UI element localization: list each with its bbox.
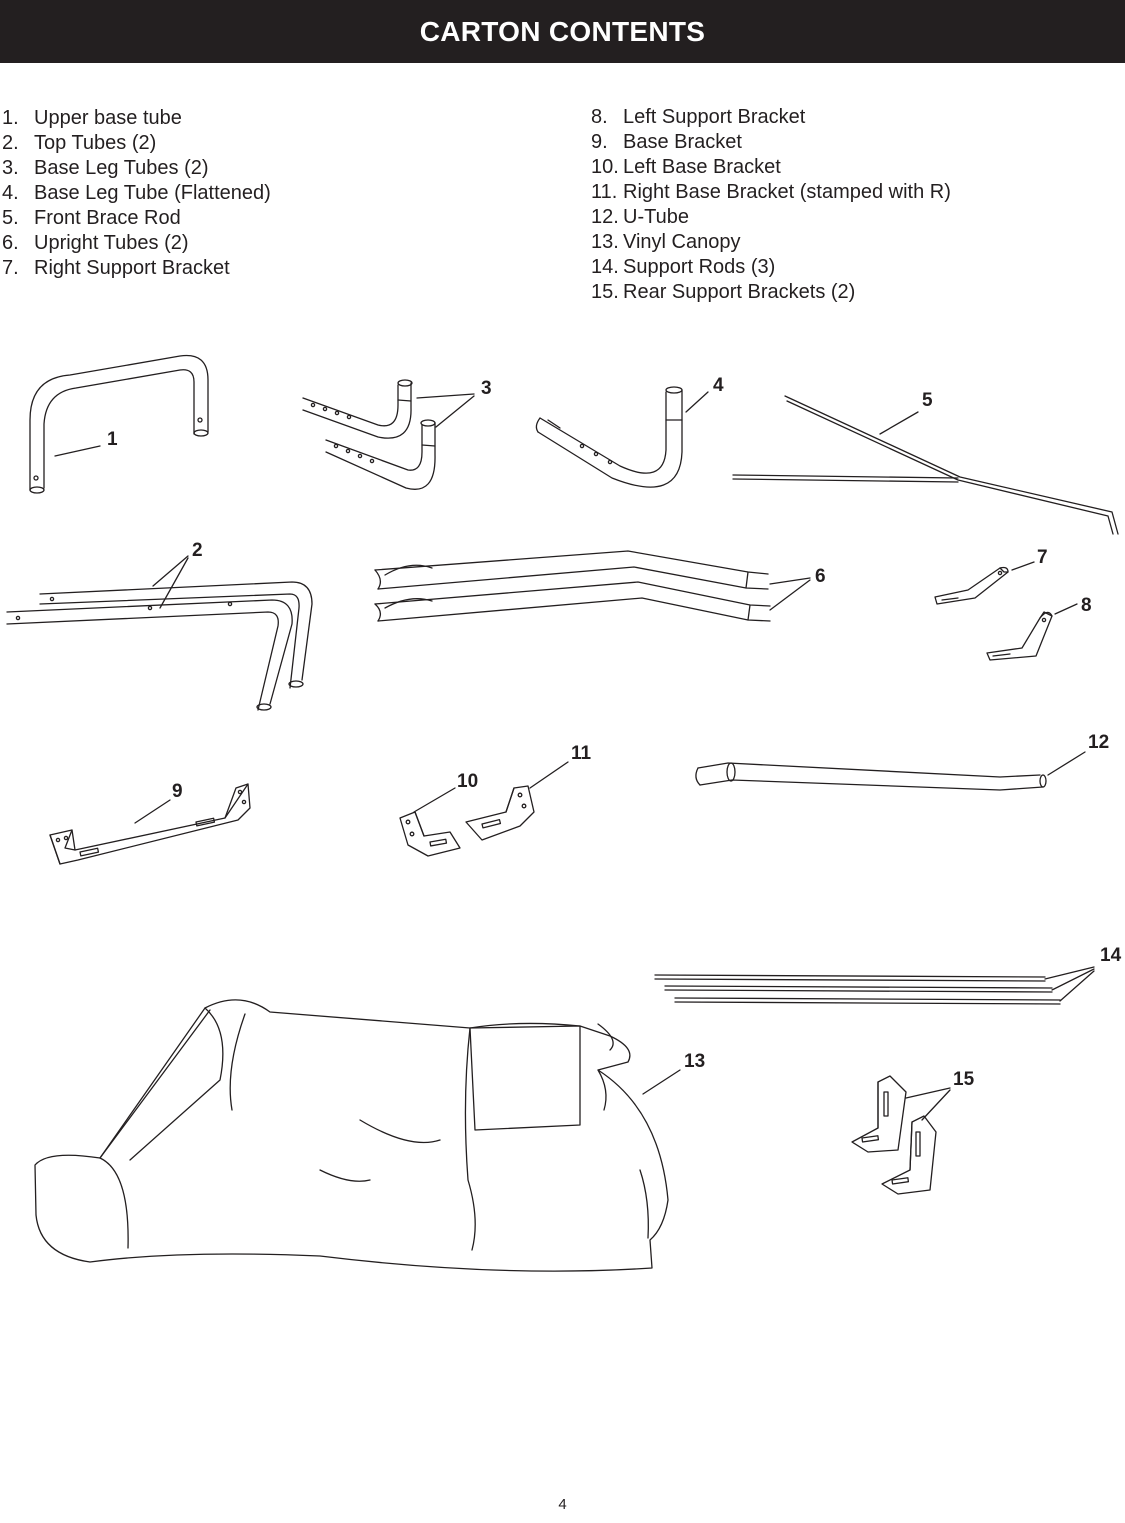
part-3-base-leg-tubes: 3 <box>302 378 492 490</box>
item-number: 2. <box>2 132 19 154</box>
item-number: 5. <box>2 207 19 229</box>
part-7-right-support-bracket: 7 <box>934 547 1048 605</box>
callout-15: 15 <box>953 1069 975 1090</box>
callout-6: 6 <box>815 566 826 587</box>
parts-list-item: 11.Right Base Bracket (stamped with R) <box>591 180 951 205</box>
part-2-top-tubes: 2 <box>6 540 313 711</box>
parts-list-item: 2. Top Tubes (2) <box>2 131 271 156</box>
item-number: 8. <box>591 106 608 128</box>
parts-list-item: 4. Base Leg Tube (Flattened) <box>2 181 271 206</box>
parts-list-item: 15.Rear Support Brackets (2) <box>591 280 951 305</box>
parts-list-item: 8. Left Support Bracket <box>591 105 951 130</box>
callout-11: 11 <box>571 743 592 764</box>
callout-3: 3 <box>481 378 492 399</box>
item-number: 12. <box>591 206 619 228</box>
item-number: 11. <box>591 181 618 203</box>
part-10-left-base-bracket: 10 <box>399 771 478 857</box>
callout-1: 1 <box>107 429 118 450</box>
part-11-right-base-bracket: 11 <box>465 743 592 841</box>
item-label: Top Tubes (2) <box>34 132 157 154</box>
item-label: Base Bracket <box>623 131 742 153</box>
parts-list-item: 1. Upper base tube <box>2 106 271 131</box>
parts-list-item: 14.Support Rods (3) <box>591 255 951 280</box>
callout-9: 9 <box>172 781 183 802</box>
parts-list-item: 12.U-Tube <box>591 205 951 230</box>
item-label: U-Tube <box>623 206 689 228</box>
section-title: CARTON CONTENTS <box>419 15 706 47</box>
parts-list-item: 5. Front Brace Rod <box>2 206 271 231</box>
item-label: Support Rods (3) <box>623 256 776 278</box>
part-9-base-bracket: 9 <box>49 781 251 865</box>
page-number: 4 <box>558 1496 567 1513</box>
callout-5: 5 <box>922 390 933 411</box>
section-header: CARTON CONTENTS <box>0 0 1125 63</box>
item-number: 14. <box>591 256 619 278</box>
parts-list-item: 7. Right Support Bracket <box>2 256 271 281</box>
item-label: Left Support Bracket <box>623 106 806 128</box>
parts-list-item: 10.Left Base Bracket <box>591 155 951 180</box>
part-14-support-rods: 14 <box>654 945 1122 1005</box>
callout-8: 8 <box>1081 595 1092 616</box>
part-5-front-brace-rod: 5 <box>732 390 1119 535</box>
item-label: Base Leg Tube (Flattened) <box>34 182 271 204</box>
item-number: 9. <box>591 131 608 153</box>
item-label: Front Brace Rod <box>34 207 181 229</box>
part-1-upper-base-tube: 1 <box>29 354 209 494</box>
callout-13: 13 <box>684 1051 705 1072</box>
callout-10: 10 <box>457 771 478 792</box>
part-4-flattened-leg-tube: 4 <box>535 375 724 488</box>
parts-list-left: 1. Upper base tube 2. Top Tubes (2) 3. Base… <box>2 106 271 281</box>
part-6-upright-tubes: 6 <box>374 550 826 622</box>
part-12-u-tube: 12 <box>695 732 1109 791</box>
item-label: Base Leg Tubes (2) <box>34 157 209 179</box>
item-label: Vinyl Canopy <box>623 231 741 253</box>
item-label: Rear Support Brackets (2) <box>623 281 856 303</box>
item-label: Right Base Bracket (stamped with R) <box>623 181 951 203</box>
part-8-left-support-bracket: 8 <box>986 595 1092 661</box>
item-label: Right Support Bracket <box>34 257 230 279</box>
callout-2: 2 <box>192 540 203 561</box>
item-label: Upper base tube <box>34 107 182 129</box>
parts-list-item: 6. Upright Tubes (2) <box>2 231 271 256</box>
callout-7: 7 <box>1037 547 1048 568</box>
parts-list-item: 9. Base Bracket <box>591 130 951 155</box>
item-label: Upright Tubes (2) <box>34 232 189 254</box>
item-number: 7. <box>2 257 19 279</box>
callout-4: 4 <box>713 375 724 396</box>
parts-list-item: 3. Base Leg Tubes (2) <box>2 156 271 181</box>
item-number: 4. <box>2 182 19 204</box>
item-number: 10. <box>591 156 619 178</box>
callout-14: 14 <box>1100 945 1122 966</box>
part-13-vinyl-canopy: 13 <box>34 999 705 1272</box>
item-number: 15. <box>591 281 619 303</box>
callout-12: 12 <box>1088 732 1109 753</box>
item-number: 3. <box>2 157 19 179</box>
parts-list-item: 13.Vinyl Canopy <box>591 230 951 255</box>
item-number: 13. <box>591 231 619 253</box>
part-15-rear-support-brackets: 15 <box>851 1069 975 1195</box>
item-label: Left Base Bracket <box>623 156 781 178</box>
item-number: 1. <box>2 107 19 129</box>
parts-list-right: 8. Left Support Bracket 9. Base Bracket 10… <box>591 105 951 305</box>
item-number: 6. <box>2 232 19 254</box>
